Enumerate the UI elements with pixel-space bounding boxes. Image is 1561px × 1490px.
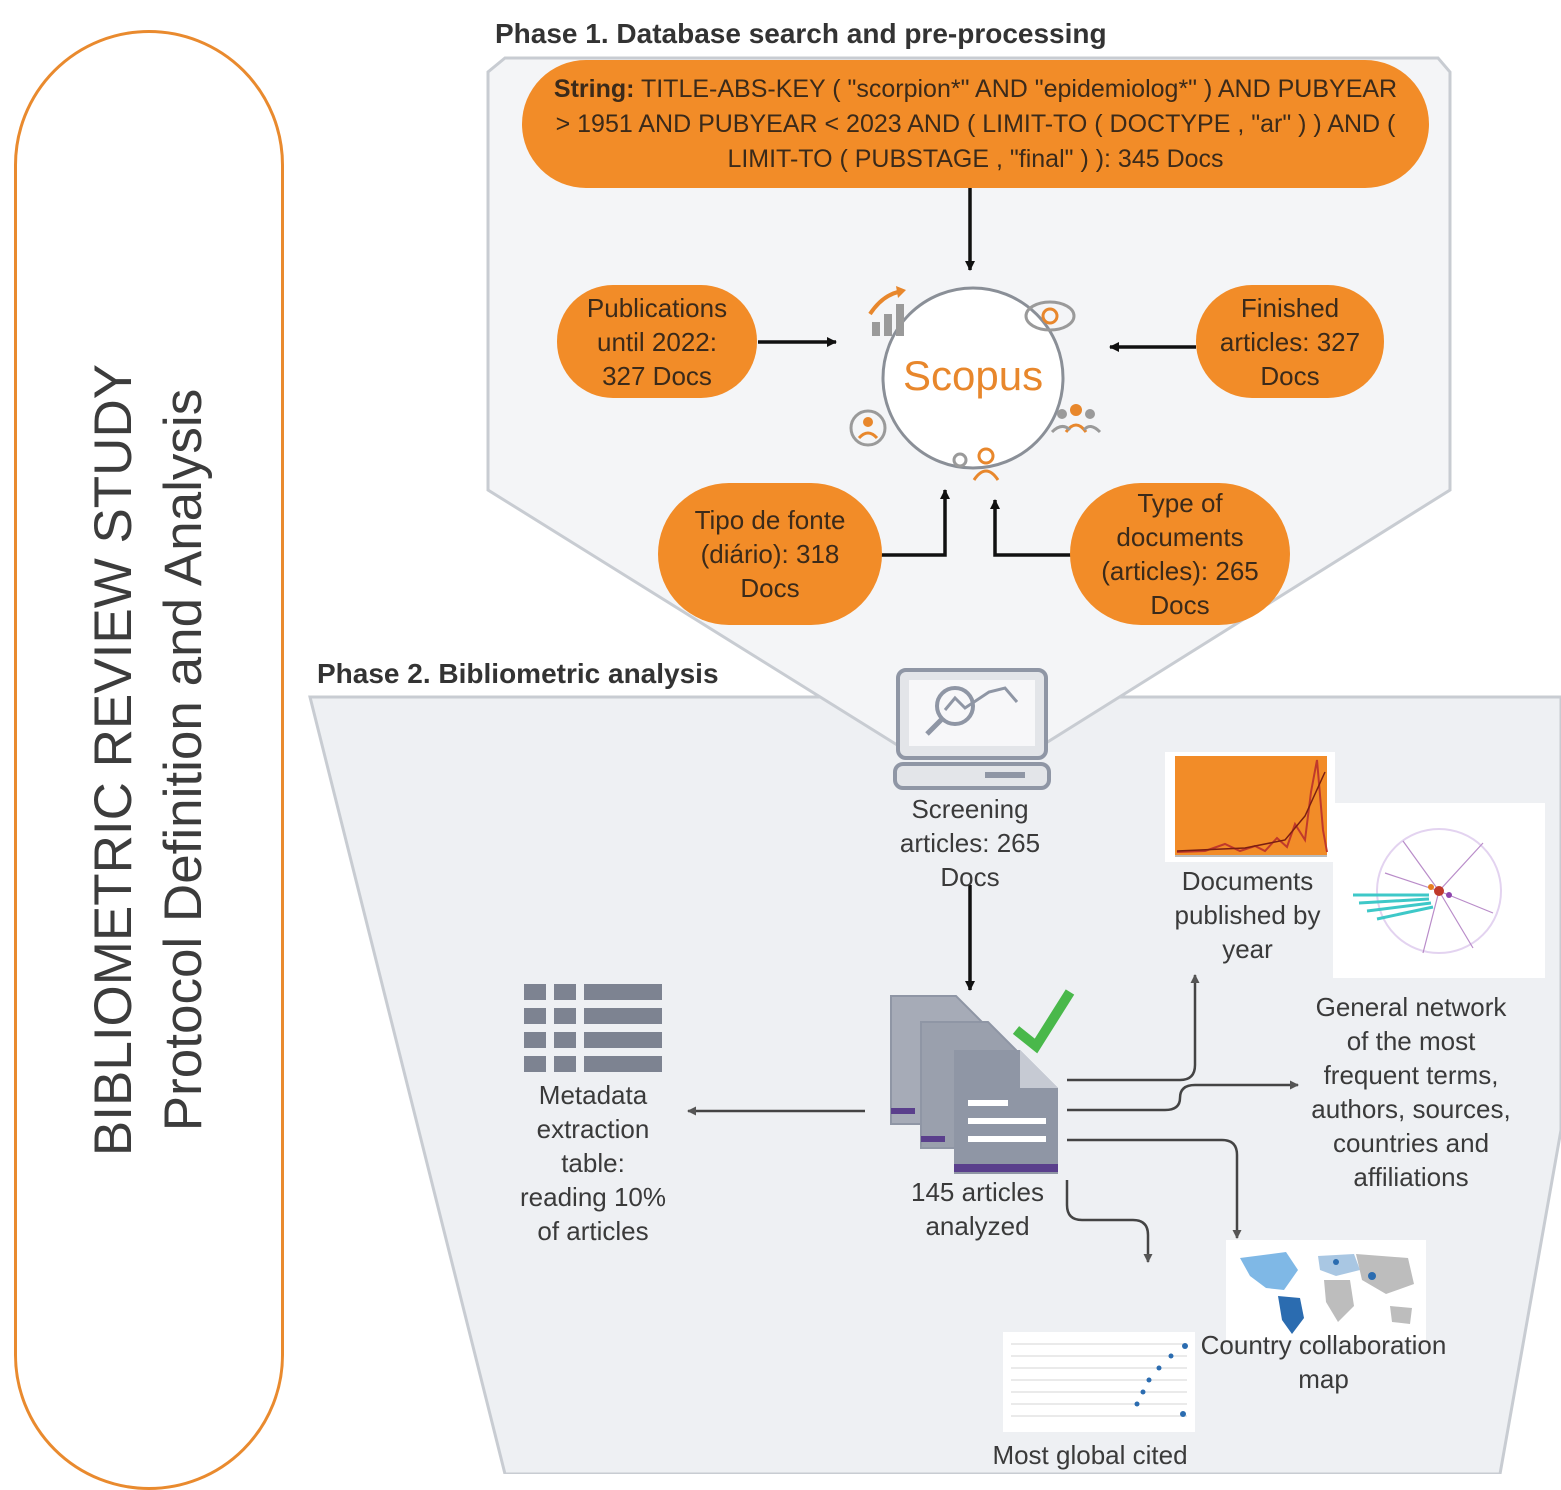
- eye-icon: [1024, 300, 1076, 332]
- title-line-1: BIBLIOMETRIC REVIEW STUDY: [84, 363, 143, 1157]
- search-string-oval: String: TITLE-ABS-KEY ( "scorpion*" AND …: [522, 60, 1429, 188]
- metadata-label: Metadata extraction table: reading 10% o…: [520, 1080, 666, 1246]
- vertical-title: BIBLIOMETRIC REVIEW STUDY Protocol Defin…: [79, 364, 219, 1156]
- title-line-2: Protocol Definition and Analysis: [154, 388, 213, 1132]
- most-cited-thumbnail: [1003, 1332, 1195, 1432]
- analyzed-label: 145 articles analyzed: [911, 1177, 1044, 1241]
- title-pill: [14, 30, 284, 1490]
- phase1-heading: Phase 1. Database search and pre-process…: [495, 18, 1107, 49]
- scopus-logo: Scopus: [903, 352, 1043, 400]
- country-map-label: Country collaboration map: [1200, 1330, 1447, 1394]
- phase2-heading: Phase 2. Bibliometric analysis: [317, 658, 719, 689]
- filter-doctype-oval: Type of documents (articles): 265 Docs: [1070, 483, 1290, 625]
- documents-check-icon: [890, 989, 1075, 1174]
- network-label: General network of the most frequent ter…: [1311, 992, 1511, 1192]
- string-prefix: String:: [553, 74, 635, 103]
- filter-finished-oval: Finished articles: 327 Docs: [1196, 285, 1384, 398]
- filter-source-label: Tipo de fonte (diário): 318 Docs: [694, 505, 846, 603]
- scopus-logo-text: Scopus: [903, 352, 1044, 399]
- scopus-ring-icons: [849, 286, 1102, 481]
- screening-label: Screening articles: 265 Docs: [899, 794, 1041, 892]
- most-cited-label: Most global cited: [992, 1440, 1188, 1470]
- filter-finished-label: Finished articles: 327 Docs: [1219, 292, 1361, 391]
- search-string-text: TITLE-ABS-KEY ( "scorpion*" AND "epidemi…: [555, 74, 1398, 173]
- country-map-thumbnail: [1226, 1240, 1426, 1340]
- computer-analytics-icon: [893, 668, 1051, 790]
- filter-year-oval: Publications until 2022: 327 Docs: [557, 285, 757, 398]
- person-icon: [849, 409, 887, 447]
- scopus-ring: [881, 286, 1065, 470]
- filter-year-label: Publications until 2022: 327 Docs: [586, 292, 728, 391]
- group-icon: [1050, 404, 1102, 434]
- docs-by-year-label: Documents published by year: [1174, 866, 1321, 964]
- users-icon: [952, 447, 1000, 481]
- filter-source-oval: Tipo de fonte (diário): 318 Docs: [658, 483, 882, 625]
- network-thumbnail: [1333, 803, 1545, 978]
- filter-doctype-label: Type of documents (articles): 265 Docs: [1101, 488, 1259, 620]
- table-icon: [524, 984, 662, 1072]
- documents-by-year-thumbnail: [1165, 752, 1335, 862]
- bar-chart-icon: [868, 286, 906, 336]
